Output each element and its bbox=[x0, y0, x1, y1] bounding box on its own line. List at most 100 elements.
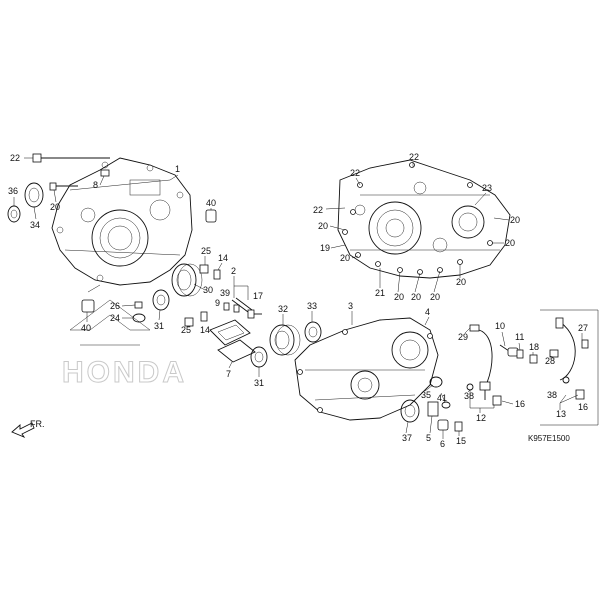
callout-13: 13 bbox=[556, 409, 566, 419]
callout-9: 9 bbox=[215, 298, 220, 308]
callout-32: 32 bbox=[278, 304, 288, 314]
front-direction-arrow: FR. bbox=[11, 419, 45, 438]
callout-10: 10 bbox=[495, 321, 505, 331]
bolt-14-upper bbox=[213, 269, 221, 280]
callout-19: 19 bbox=[320, 243, 330, 253]
sub-assembly-box bbox=[540, 309, 599, 426]
callout-31-right: 31 bbox=[254, 378, 264, 388]
callout-40-lower: 40 bbox=[81, 323, 91, 333]
watermark-text: HONDA bbox=[62, 356, 187, 389]
washer-41 bbox=[441, 401, 451, 409]
callout-33: 33 bbox=[307, 301, 317, 311]
callout-38: 38 bbox=[464, 391, 474, 401]
bearing-32 bbox=[269, 324, 301, 356]
collar-25-lower bbox=[184, 317, 194, 327]
diagram-code: K957E1500 bbox=[528, 434, 570, 443]
collar-25-upper bbox=[199, 264, 209, 274]
callout-27: 27 bbox=[578, 323, 588, 333]
plate-5 bbox=[427, 401, 439, 417]
callout-24: 24 bbox=[110, 313, 120, 323]
plug-6 bbox=[437, 419, 449, 431]
oring-36 bbox=[7, 205, 21, 223]
plug-26 bbox=[134, 301, 143, 309]
bolt-15 bbox=[454, 421, 463, 432]
hose-29 bbox=[469, 324, 493, 386]
callout-34: 34 bbox=[30, 220, 40, 230]
callout-31: 31 bbox=[154, 321, 164, 331]
callout-1: 1 bbox=[175, 164, 180, 174]
left-crankcase bbox=[51, 157, 193, 286]
bolt-17 bbox=[247, 309, 262, 319]
callout-20-h: 20 bbox=[456, 277, 466, 287]
callout-39: 39 bbox=[220, 288, 230, 298]
callout-20-c: 20 bbox=[510, 215, 520, 225]
callout-2: 2 bbox=[231, 266, 236, 276]
callout-14-lower: 14 bbox=[200, 325, 210, 335]
bearing-31-left bbox=[152, 289, 170, 311]
callout-23: 23 bbox=[482, 183, 492, 193]
callout-15: 15 bbox=[456, 436, 466, 446]
clip-8 bbox=[100, 169, 110, 177]
callout-20-d: 20 bbox=[505, 238, 515, 248]
callout-30: 30 bbox=[203, 285, 213, 295]
callout-22: 22 bbox=[10, 153, 20, 163]
callout-20-g: 20 bbox=[430, 292, 440, 302]
callout-28: 28 bbox=[545, 356, 555, 366]
callout-25: 25 bbox=[201, 246, 211, 256]
callout-22-mid: 22 bbox=[350, 168, 360, 178]
callout-20-f: 20 bbox=[411, 292, 421, 302]
callout-3: 3 bbox=[348, 301, 353, 311]
oil-seal-34 bbox=[24, 182, 44, 208]
callout-8: 8 bbox=[93, 180, 98, 190]
callout-16: 16 bbox=[515, 399, 525, 409]
callout-labels: 22 8 1 36 34 20 40 25 14 2 30 9 39 17 40… bbox=[8, 152, 588, 449]
callout-21: 21 bbox=[375, 288, 385, 298]
washer-38a bbox=[466, 383, 474, 391]
bolt-9 bbox=[223, 302, 230, 311]
callout-6: 6 bbox=[440, 439, 445, 449]
callout-29: 29 bbox=[458, 332, 468, 342]
callout-38-box: 38 bbox=[547, 390, 557, 400]
bolt-2 bbox=[231, 297, 253, 313]
bolt-39 bbox=[233, 304, 240, 313]
bolt-18 bbox=[529, 354, 538, 364]
callout-20-a: 20 bbox=[318, 221, 328, 231]
oring-35 bbox=[429, 376, 443, 388]
right-crankcase-outer bbox=[294, 317, 439, 421]
fr-label: FR. bbox=[30, 419, 45, 429]
callout-22-top: 22 bbox=[409, 152, 419, 162]
callout-4: 4 bbox=[425, 307, 430, 317]
callout-20-e: 20 bbox=[394, 292, 404, 302]
bolt-16a bbox=[492, 395, 502, 406]
bearing-31-right bbox=[250, 346, 268, 368]
callout-41: 41 bbox=[437, 393, 447, 403]
bolt-14-lower bbox=[200, 311, 208, 322]
callout-14: 14 bbox=[218, 253, 228, 263]
leader-lines bbox=[13, 162, 583, 439]
callout-11: 11 bbox=[515, 332, 524, 342]
oil-seal-33 bbox=[304, 321, 322, 343]
long-bolt bbox=[24, 153, 110, 163]
gasket-7 bbox=[209, 319, 256, 363]
callout-25-lower: 25 bbox=[181, 325, 191, 335]
washer-24 bbox=[132, 313, 146, 323]
right-crankcase-inner bbox=[337, 159, 511, 279]
callout-35: 35 bbox=[421, 390, 431, 400]
bolt-11 bbox=[516, 349, 524, 359]
dowel-pin-40-lower bbox=[81, 299, 95, 313]
callout-5: 5 bbox=[426, 433, 431, 443]
bearing-30 bbox=[171, 263, 203, 297]
callout-7: 7 bbox=[226, 369, 231, 379]
callout-18: 18 bbox=[529, 342, 539, 352]
bolt-20-left bbox=[49, 182, 78, 191]
callout-22-left: 22 bbox=[313, 205, 323, 215]
callout-40: 40 bbox=[206, 198, 216, 208]
callout-36: 36 bbox=[8, 186, 18, 196]
callout-20-b: 20 bbox=[340, 253, 350, 263]
callout-12: 12 bbox=[476, 413, 486, 423]
callout-16-box: 16 bbox=[578, 402, 588, 412]
callout-20: 20 bbox=[50, 202, 60, 212]
callout-17: 17 bbox=[253, 291, 263, 301]
pipe-10 bbox=[499, 344, 519, 357]
